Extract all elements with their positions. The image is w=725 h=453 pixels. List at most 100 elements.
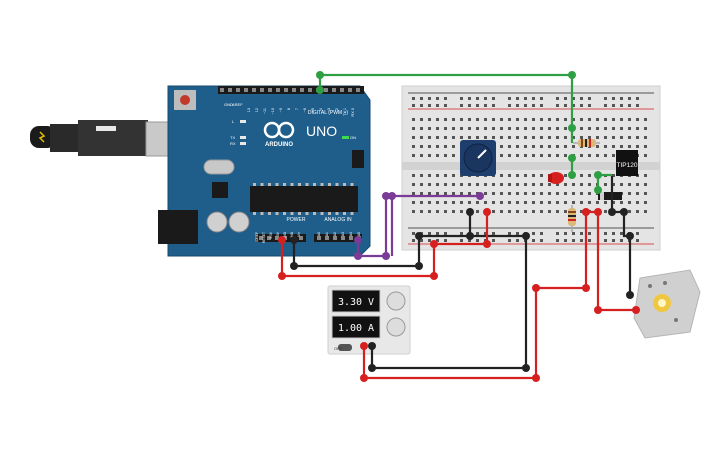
breadboard-hole[interactable]: [628, 201, 631, 204]
wire-joint[interactable]: [360, 342, 368, 350]
breadboard-hole[interactable]: [532, 104, 535, 107]
wire-joint[interactable]: [388, 192, 396, 200]
breadboard-hole[interactable]: [564, 118, 567, 121]
digital-pin[interactable]: [292, 88, 296, 92]
breadboard-hole[interactable]: [580, 174, 583, 177]
breadboard-hole[interactable]: [412, 192, 415, 195]
breadboard-hole[interactable]: [444, 174, 447, 177]
breadboard-hole[interactable]: [468, 104, 471, 107]
breadboard-hole[interactable]: [580, 201, 583, 204]
breadboard-hole[interactable]: [500, 118, 503, 121]
breadboard-hole[interactable]: [444, 201, 447, 204]
breadboard-hole[interactable]: [564, 104, 567, 107]
analog-pin[interactable]: [325, 236, 329, 240]
breadboard-hole[interactable]: [636, 201, 639, 204]
breadboard-hole[interactable]: [444, 127, 447, 130]
breadboard-hole[interactable]: [620, 232, 623, 235]
breadboard-hole[interactable]: [500, 201, 503, 204]
breadboard-hole[interactable]: [556, 145, 559, 148]
breadboard-hole[interactable]: [636, 97, 639, 100]
breadboard-hole[interactable]: [516, 127, 519, 130]
power-supply[interactable]: 3.30 V 1.00 A OFF: [327, 285, 411, 355]
breadboard-hole[interactable]: [540, 210, 543, 213]
breadboard-hole[interactable]: [492, 201, 495, 204]
breadboard-hole[interactable]: [444, 192, 447, 195]
breadboard-hole[interactable]: [628, 210, 631, 213]
breadboard-hole[interactable]: [452, 210, 455, 213]
breadboard-hole[interactable]: [644, 183, 647, 186]
breadboard-hole[interactable]: [436, 210, 439, 213]
digital-pin[interactable]: [220, 88, 224, 92]
breadboard-hole[interactable]: [636, 136, 639, 139]
breadboard-hole[interactable]: [460, 210, 463, 213]
breadboard-hole[interactable]: [556, 136, 559, 139]
breadboard-hole[interactable]: [628, 136, 631, 139]
breadboard-hole[interactable]: [508, 104, 511, 107]
breadboard-hole[interactable]: [588, 183, 591, 186]
breadboard-hole[interactable]: [476, 127, 479, 130]
breadboard-hole[interactable]: [572, 97, 575, 100]
breadboard-hole[interactable]: [636, 183, 639, 186]
breadboard-hole[interactable]: [484, 97, 487, 100]
breadboard-hole[interactable]: [420, 127, 423, 130]
breadboard-hole[interactable]: [548, 210, 551, 213]
wire-joint[interactable]: [476, 192, 484, 200]
breadboard-hole[interactable]: [604, 104, 607, 107]
breadboard-hole[interactable]: [500, 145, 503, 148]
breadboard-hole[interactable]: [580, 104, 583, 107]
breadboard-hole[interactable]: [420, 192, 423, 195]
breadboard-hole[interactable]: [580, 210, 583, 213]
breadboard-hole[interactable]: [516, 210, 519, 213]
breadboard-hole[interactable]: [452, 136, 455, 139]
breadboard-hole[interactable]: [612, 154, 615, 157]
breadboard-hole[interactable]: [508, 145, 511, 148]
breadboard-hole[interactable]: [620, 201, 623, 204]
breadboard-hole[interactable]: [636, 232, 639, 235]
breadboard-hole[interactable]: [548, 154, 551, 157]
breadboard-hole[interactable]: [492, 136, 495, 139]
breadboard-hole[interactable]: [636, 145, 639, 148]
breadboard-hole[interactable]: [612, 201, 615, 204]
breadboard-hole[interactable]: [532, 154, 535, 157]
breadboard-hole[interactable]: [412, 201, 415, 204]
tip120-transistor[interactable]: TIP120: [616, 150, 638, 176]
breadboard-hole[interactable]: [572, 118, 575, 121]
breadboard-hole[interactable]: [428, 210, 431, 213]
breadboard-hole[interactable]: [476, 239, 479, 242]
wire-joint[interactable]: [594, 171, 602, 179]
wire-joint[interactable]: [360, 374, 368, 382]
breadboard-hole[interactable]: [436, 127, 439, 130]
wire-joint[interactable]: [368, 364, 376, 372]
current-knob[interactable]: [386, 317, 406, 337]
wire-joint[interactable]: [382, 252, 390, 260]
breadboard-hole[interactable]: [564, 174, 567, 177]
breadboard-hole[interactable]: [428, 239, 431, 242]
breadboard-hole[interactable]: [516, 97, 519, 100]
wire-joint[interactable]: [522, 364, 530, 372]
breadboard-hole[interactable]: [516, 239, 519, 242]
analog-pin[interactable]: [317, 236, 321, 240]
breadboard-hole[interactable]: [644, 201, 647, 204]
wire-joint[interactable]: [532, 284, 540, 292]
breadboard-hole[interactable]: [492, 104, 495, 107]
breadboard-hole[interactable]: [588, 174, 591, 177]
breadboard-hole[interactable]: [428, 154, 431, 157]
breadboard-hole[interactable]: [572, 183, 575, 186]
digital-pin[interactable]: [348, 88, 352, 92]
power-pin[interactable]: [259, 236, 263, 240]
breadboard-hole[interactable]: [444, 210, 447, 213]
breadboard-hole[interactable]: [508, 174, 511, 177]
breadboard-hole[interactable]: [516, 104, 519, 107]
breadboard-hole[interactable]: [612, 145, 615, 148]
breadboard-hole[interactable]: [596, 118, 599, 121]
breadboard-hole[interactable]: [524, 192, 527, 195]
breadboard-hole[interactable]: [412, 127, 415, 130]
breadboard-hole[interactable]: [588, 232, 591, 235]
breadboard-hole[interactable]: [556, 97, 559, 100]
breadboard-hole[interactable]: [636, 192, 639, 195]
resistor-top[interactable]: [573, 139, 600, 147]
breadboard-hole[interactable]: [564, 201, 567, 204]
breadboard-hole[interactable]: [436, 192, 439, 195]
breadboard-hole[interactable]: [604, 239, 607, 242]
breadboard-hole[interactable]: [492, 239, 495, 242]
